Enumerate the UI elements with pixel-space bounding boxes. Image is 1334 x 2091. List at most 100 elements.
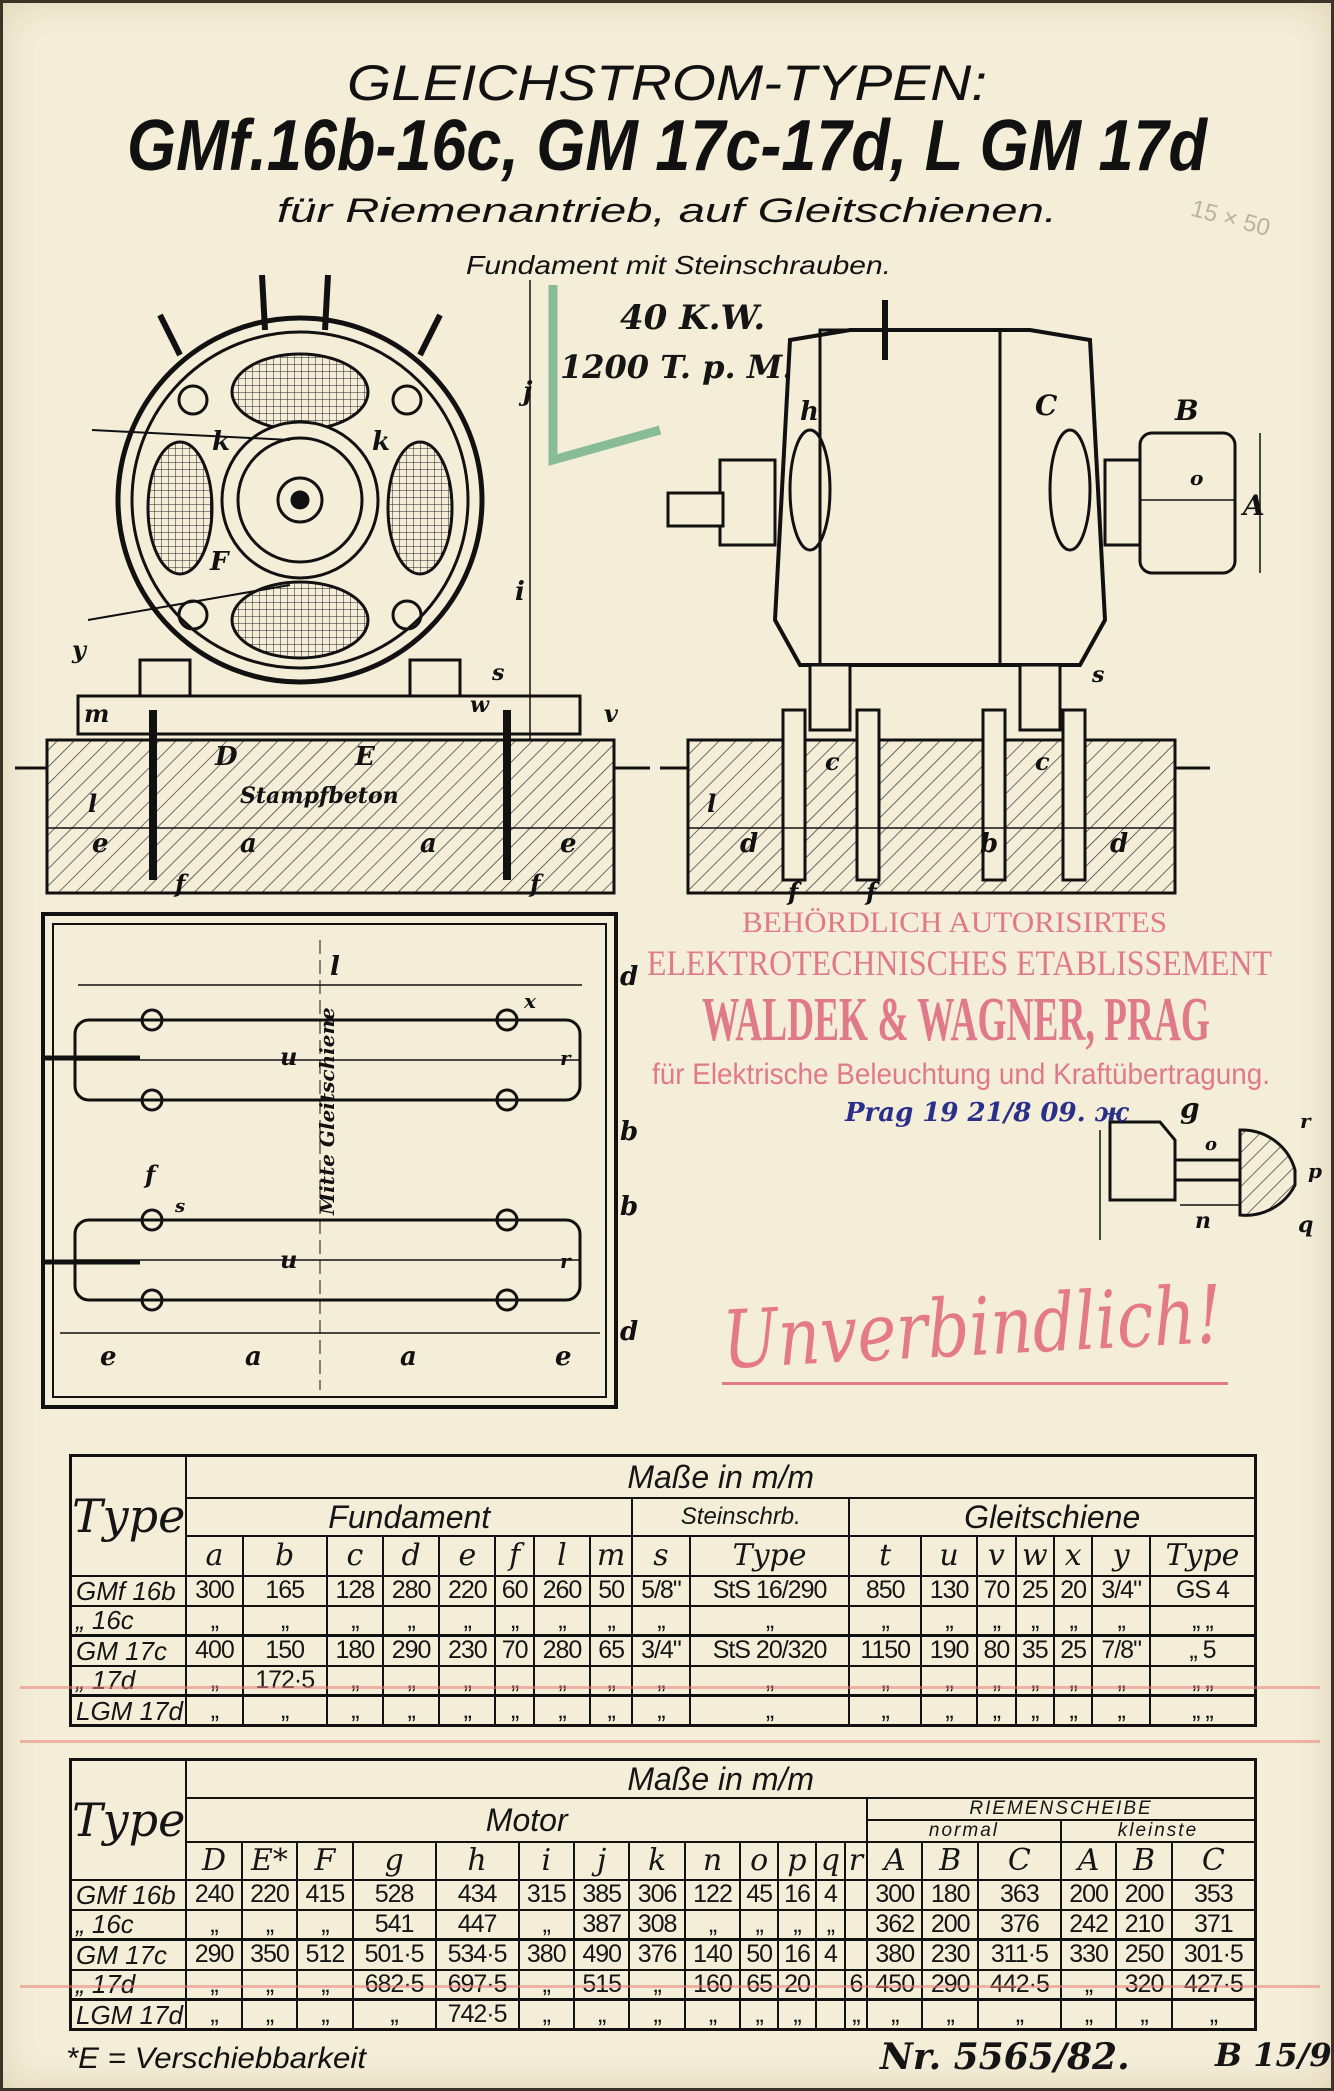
subgroup-kleinste: kleinste xyxy=(1059,1818,1257,1843)
column-header-9: Type xyxy=(688,1534,851,1577)
table-cell: 150 xyxy=(241,1634,328,1667)
pulley-detail-labels: n q r p o xyxy=(1195,1109,1322,1238)
table-cell: 220 xyxy=(240,1878,299,1911)
dimension-label: F xyxy=(209,547,230,577)
table-cell: „ xyxy=(976,1664,1017,1697)
table-cell: 3/4" xyxy=(1091,1574,1151,1607)
table-cell: „ xyxy=(683,1908,742,1941)
dimension-label: b xyxy=(620,1192,638,1222)
table-cell: 434 xyxy=(434,1878,520,1911)
table-cell: 350 xyxy=(240,1938,299,1971)
top-view-labels: l x u u r r f s Mitte Gleitschiene e a a… xyxy=(100,952,1200,1372)
group-header-fundament: Fundament xyxy=(185,1496,634,1537)
table-cell xyxy=(843,1878,869,1911)
dimension-label: f xyxy=(864,877,880,906)
dimension-label: i xyxy=(515,577,525,607)
dimension-label: n xyxy=(1195,1208,1211,1234)
handwritten-signature: B 15/9 xyxy=(1215,2036,1332,2074)
table-cell: „ xyxy=(185,1908,243,1941)
red-fold-line xyxy=(20,1740,1320,1743)
table-cell: 180 xyxy=(921,1878,979,1911)
column-header-15: y xyxy=(1091,1534,1151,1577)
table-cell: „ xyxy=(381,1604,441,1637)
table-cell: 290 xyxy=(921,1968,979,2001)
table-cell: 45 xyxy=(739,1878,780,1911)
table-cell: „ xyxy=(240,1998,299,2031)
table-cell: 300 xyxy=(866,1878,924,1911)
table-cell: „ xyxy=(1059,1998,1118,2031)
table-cell: 16 xyxy=(777,1938,817,1971)
dimension-label: j xyxy=(518,377,533,407)
table-cell: 697·5 xyxy=(434,1968,520,2001)
handwritten-power: 40 K.W. xyxy=(620,298,766,338)
dimension-label: e xyxy=(100,1342,117,1372)
dimension-label: r xyxy=(560,1046,572,1070)
green-pencil-mark xyxy=(548,285,662,466)
column-header-16: Type xyxy=(1148,1534,1257,1577)
dimension-label: e xyxy=(555,1342,572,1372)
table-cell: 50 xyxy=(739,1938,780,1971)
table-cell: 4 xyxy=(814,1938,846,1971)
table-cell: „ xyxy=(919,1604,979,1637)
table-cell: 242 xyxy=(1059,1908,1118,1941)
table-cell: „ xyxy=(919,1664,979,1697)
dimension-label: g xyxy=(1180,1092,1200,1125)
table-cell: 80 xyxy=(976,1634,1017,1667)
table-cell: „ xyxy=(777,1908,817,1941)
dimension-label: l xyxy=(88,789,97,818)
row-type: „ 17d xyxy=(69,1664,188,1697)
table-cell: 490 xyxy=(572,1938,631,1971)
table-cell: 400 xyxy=(185,1634,244,1667)
table-cell: „ xyxy=(185,1694,244,1727)
subgroup-normal: normal xyxy=(866,1818,1062,1843)
table-cell: 65 xyxy=(589,1634,634,1667)
column-header-9: o xyxy=(739,1840,780,1881)
dimension-label: r xyxy=(1300,1109,1312,1133)
dimension-label: u xyxy=(280,1042,297,1071)
dimension-label: d xyxy=(620,1317,638,1347)
table-cell xyxy=(814,1998,846,2031)
table-cell: 376 xyxy=(628,1938,686,1971)
foundation-rail-dimensions-table: Type Maße in m/m Fundament Steinschrb. G… xyxy=(69,1454,1257,1727)
table-cell: 140 xyxy=(683,1938,742,1971)
dimension-label: a xyxy=(420,829,437,859)
table-cell: 1150 xyxy=(848,1634,922,1667)
table-cell: „ xyxy=(589,1604,634,1637)
table-cell: 122 xyxy=(683,1878,742,1911)
table-cell: 311·5 xyxy=(976,1938,1062,1971)
column-header-6: l xyxy=(532,1534,592,1577)
table-cell: 376 xyxy=(976,1908,1062,1941)
table-cell: „ 5 xyxy=(1148,1634,1257,1667)
group-header-riemenscheibe: RIEMENSCHEIBE xyxy=(866,1796,1257,1821)
table-cell: „ xyxy=(438,1664,497,1697)
column-header-6: j xyxy=(572,1840,631,1881)
unverbindlich-underline xyxy=(722,1382,1228,1385)
dimension-label: c xyxy=(1035,747,1050,776)
dimension-label: d xyxy=(740,829,758,859)
table-cell: 172·5 xyxy=(241,1664,328,1697)
table-cell: 308 xyxy=(628,1908,686,1941)
table-cell: StS 16/290 xyxy=(688,1574,851,1607)
table-cell: „ xyxy=(240,1908,299,1941)
table-cell: 415 xyxy=(296,1878,354,1911)
column-header-0: D xyxy=(185,1840,243,1881)
dimension-label: a xyxy=(400,1342,417,1372)
table-cell: 210 xyxy=(1115,1908,1173,1941)
table-cell: 362 xyxy=(866,1908,924,1941)
table-cell: „ xyxy=(589,1694,634,1727)
column-header-12: v xyxy=(976,1534,1017,1577)
table-cell: 70 xyxy=(494,1634,535,1667)
table-cell: 65 xyxy=(739,1968,780,2001)
row-type: LGM 17d xyxy=(69,1998,188,2031)
table-cell: 320 xyxy=(1115,1968,1173,2001)
table-cell: „ xyxy=(1052,1694,1094,1727)
handwritten-date: Prag 19 21/8 09. ж xyxy=(845,1098,1129,1128)
table-cell: 200 xyxy=(921,1908,979,1941)
dimension-label: d xyxy=(1110,829,1128,859)
table-cell: „ xyxy=(185,1998,243,2031)
table-cell: 442·5 xyxy=(976,1968,1062,2001)
table-cell: 682·5 xyxy=(351,1968,437,2001)
table-cell: „ xyxy=(814,1908,846,1941)
red-fold-line xyxy=(20,1686,1320,1689)
motor-pulley-dimensions-table: Type Maße in m/m Motor RIEMENSCHEIBE nor… xyxy=(69,1758,1257,2031)
